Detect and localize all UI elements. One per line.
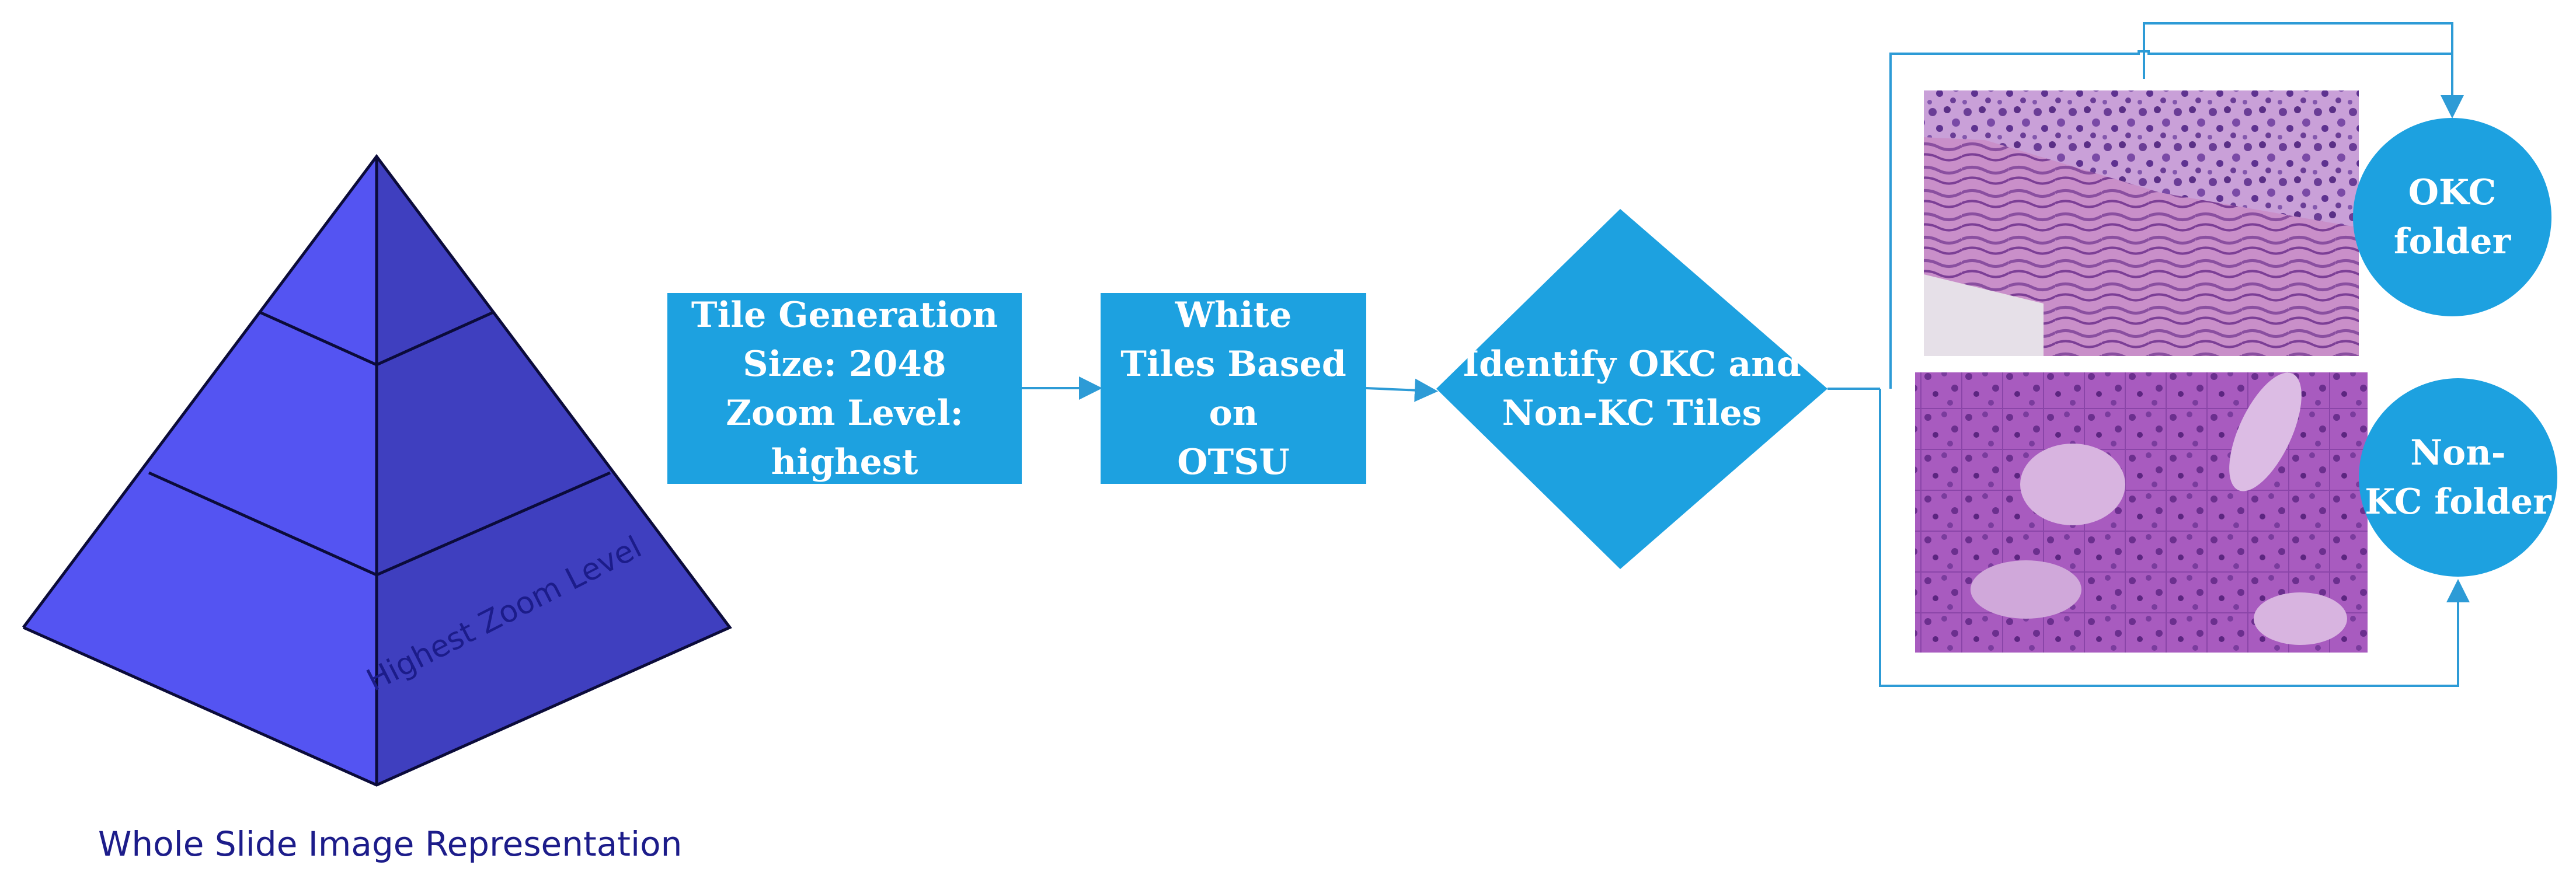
nonkc-folder-circle [2359, 378, 2557, 577]
okc-histology-tile [1924, 90, 2359, 356]
branch-to-nonkc [1879, 389, 2470, 687]
okc-folder-circle [2353, 118, 2551, 316]
pyramid-left-face [23, 156, 377, 785]
identify-label: Identify OKC and Non-KC Tiles [1463, 344, 1801, 434]
arrow-discard-to-identify [1366, 378, 1438, 402]
pyramid-caption: Whole Slide Image Representation [98, 824, 683, 864]
tile-generation-box [667, 293, 1022, 484]
discard-white-box [1101, 293, 1366, 484]
okc-folder-label: OKC folder [2393, 172, 2511, 262]
pyramid-edges [22, 154, 732, 787]
nonkc-histology-tile [1915, 372, 2368, 653]
discard-white-label: Discard White Tiles Based on OTSU Thresh… [1102, 245, 1364, 532]
pyramid-right-face [377, 156, 730, 785]
nonkc-folder-label: Non- KC folder [2365, 432, 2551, 522]
okc-top-feed [2143, 22, 2453, 79]
tile-generation-label: Tile Generation Size: 2048 Zoom Level: h… [691, 294, 998, 483]
identify-diamond [1436, 209, 1827, 569]
